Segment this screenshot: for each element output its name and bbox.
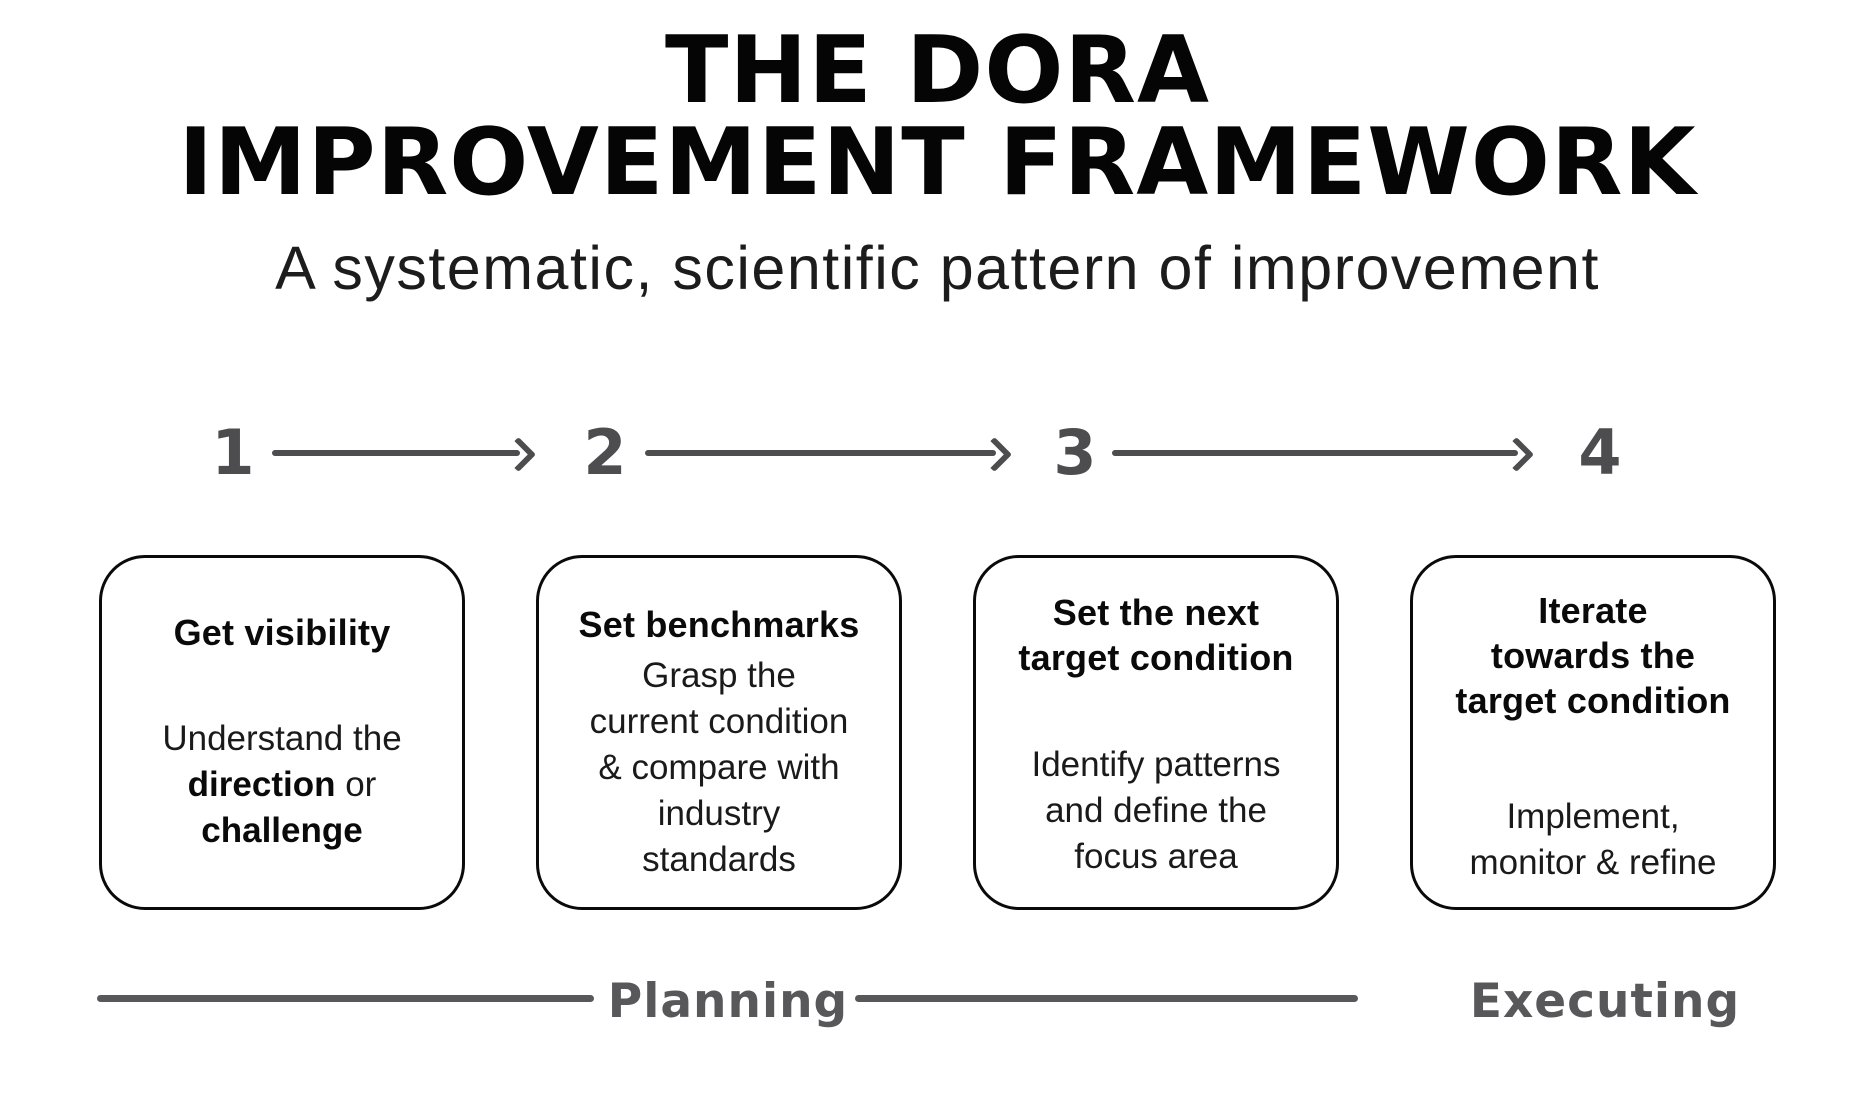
phase-label-executing: Executing bbox=[1469, 974, 1741, 1029]
step-description-bold: challenge bbox=[201, 811, 363, 850]
step-title: Set benchmarks bbox=[578, 604, 860, 645]
arrow-shaft bbox=[272, 450, 520, 456]
step-card-get-visibility: Get visibility Understand the direction … bbox=[99, 555, 465, 910]
step-card-set-next-target-condition: Set the next target condition Identify p… bbox=[973, 555, 1339, 910]
step-number-1: 1 bbox=[211, 416, 255, 489]
page-title: THE DORA IMPROVEMENT FRAMEWORK bbox=[178, 16, 1697, 216]
arrow-shaft bbox=[1112, 450, 1518, 456]
arrow-head bbox=[976, 436, 1013, 473]
step-title: Get visibility bbox=[173, 612, 391, 653]
step-description-text: or bbox=[345, 765, 377, 804]
step-title: Iterate towards the target condition bbox=[1455, 590, 1731, 721]
step-card-iterate-towards-target: Iterate towards the target condition Imp… bbox=[1410, 555, 1776, 910]
phase-label-planning: Planning bbox=[607, 974, 849, 1029]
arrow-right-icon bbox=[645, 420, 1013, 486]
step-description-bold: direction bbox=[187, 765, 336, 804]
arrow-right-icon bbox=[272, 420, 537, 486]
step-title: Set the next target condition bbox=[1018, 592, 1294, 678]
step-card-set-benchmarks: Set benchmarks Grasp the current conditi… bbox=[536, 555, 902, 910]
arrow-shaft bbox=[645, 450, 996, 456]
page-subtitle: A systematic, scientific pattern of impr… bbox=[275, 234, 1600, 302]
arrow-head bbox=[500, 436, 537, 473]
step-description: Identify patterns and define the focus a… bbox=[1031, 745, 1281, 876]
step-number-4: 4 bbox=[1578, 416, 1622, 489]
step-description: Understand the direction or challenge bbox=[114, 716, 450, 854]
arrow-head bbox=[1498, 436, 1535, 473]
step-description: Grasp the current condition & compare wi… bbox=[589, 656, 849, 879]
step-number-3: 3 bbox=[1053, 416, 1097, 489]
steps-row: Get visibility Understand the direction … bbox=[99, 555, 1776, 910]
arrow-right-icon bbox=[1112, 420, 1535, 486]
step-description: Implement, monitor & refine bbox=[1469, 797, 1717, 882]
planning-line-right bbox=[855, 995, 1358, 1002]
step-number-2: 2 bbox=[583, 416, 627, 489]
step-description-text: Understand the bbox=[162, 719, 402, 758]
planning-line-left bbox=[97, 995, 594, 1002]
